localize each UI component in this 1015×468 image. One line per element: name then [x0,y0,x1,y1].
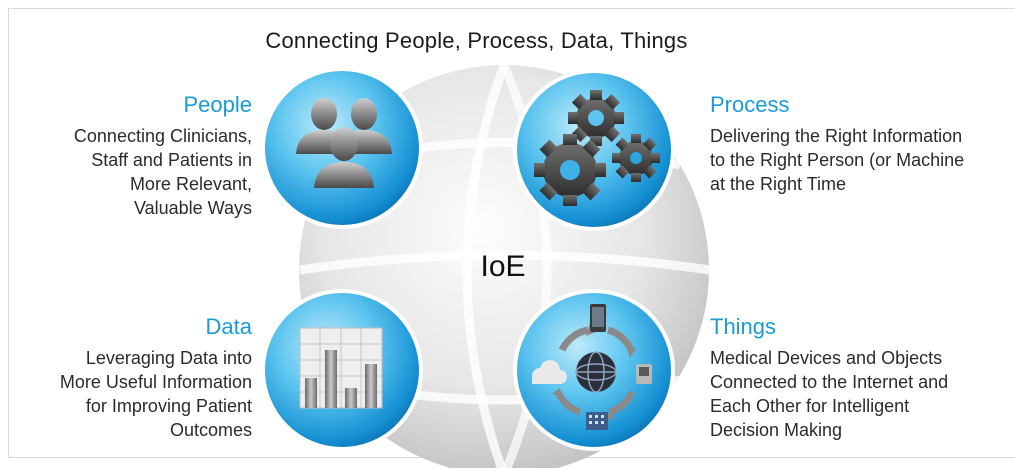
bar-chart-icon [261,289,423,451]
things-line: Each Other for Intelligent [710,396,910,416]
process-line: to the Right Person (or Machine [710,150,965,170]
data-line: Leveraging Data into [85,348,252,368]
data-block: Data Leveraging Data into More Useful In… [20,314,252,442]
people-description: Connecting Clinicians, Staff and Patient… [20,124,252,220]
people-line: More Relevant, [129,174,252,194]
process-heading: Process [710,92,790,117]
people-block: People Connecting Clinicians, Staff and … [20,92,252,220]
people-heading: People [183,92,252,117]
data-line: More Useful Information [59,372,252,392]
people-icon [261,67,423,229]
data-description: Leveraging Data into More Useful Informa… [20,346,252,442]
things-heading: Things [710,314,777,339]
ioe-center-label: IoE [480,250,526,283]
people-line: Staff and Patients in [91,150,252,170]
connected-devices-icon [513,289,675,451]
people-line: Valuable Ways [133,198,252,218]
things-line: Decision Making [710,420,843,440]
process-line: at the Right Time [710,174,847,194]
things-description: Medical Devices and Objects Connected to… [710,346,1010,442]
things-block: Things Medical Devices and Objects Conne… [710,314,1010,442]
data-line: for Improving Patient [85,396,252,416]
process-line: Delivering the Right Information [710,126,963,146]
things-line: Connected to the Internet and [710,372,949,392]
data-line: Outcomes [169,420,252,440]
process-block: Process Delivering the Right Information… [710,92,1015,196]
people-line: Connecting Clinicians, [73,126,252,146]
diagram-title: Connecting People, Process, Data, Things [265,28,688,53]
things-line: Medical Devices and Objects [710,348,943,368]
data-heading: Data [205,314,252,339]
gears-icon [513,69,675,231]
process-description: Delivering the Right Information to the … [710,124,1015,196]
